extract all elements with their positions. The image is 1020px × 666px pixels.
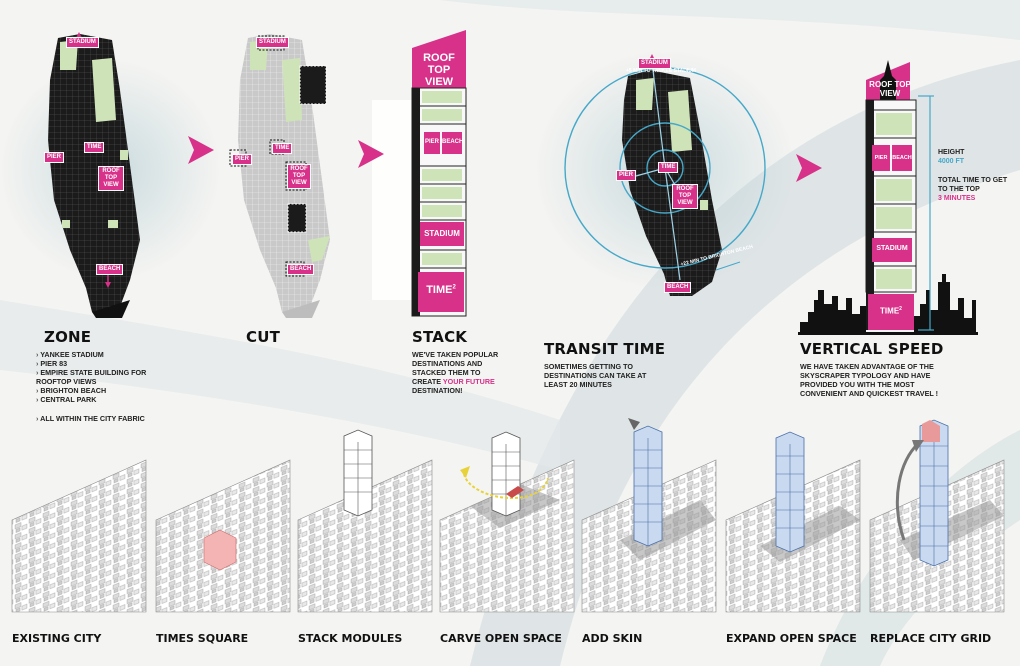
map-tag-pier: PIER — [44, 152, 65, 163]
cut-tag-stadium: STADIUM — [256, 37, 289, 48]
map-tag-beach: BEACH — [96, 264, 124, 275]
zone-bullet: BRIGHTON BEACH — [36, 386, 156, 395]
transit-description: SOMETIMES GETTING TO DESTINATIONS CAN TA… — [544, 362, 647, 389]
step-caption: CARVE OPEN SPACE — [440, 632, 562, 645]
vertical-stadium-label: STADIUM — [876, 245, 908, 252]
zone-note-list: ALL WITHIN THE CITY FABRIC — [36, 414, 166, 423]
transit-tag-time: TIME — [658, 162, 679, 173]
map-tag-stadium: STADIUM — [66, 37, 99, 48]
vertical-beach-label: BEACH — [892, 155, 912, 161]
stack-beach-label: BEACH — [442, 139, 464, 145]
time-label: TOTAL TIME TO GET TO THE TOP — [938, 177, 1008, 193]
route-yankee-label: +5 MIN TO YANKEE STADIUM — [626, 68, 696, 74]
cut-title: CUT — [246, 328, 281, 346]
stack-stadium-label: STADIUM — [424, 229, 460, 238]
height-label: HEIGHT — [938, 149, 965, 156]
stack-title: STACK — [412, 328, 468, 346]
zone-bullet: YANKEE STADIUM — [36, 350, 156, 359]
vertical-description: WE HAVE TAKEN ADVANTAGE OF THE SKYSCRAPE… — [800, 362, 939, 398]
time-value: 3 MINUTES — [938, 195, 976, 202]
time-note: TOTAL TIME TO GET TO THE TOP 3 MINUTES — [938, 176, 1008, 203]
cut-tag-beach: BEACH — [287, 264, 315, 275]
cut-tag-pier: PIER — [232, 154, 253, 165]
height-note: HEIGHT 4000 FT — [938, 148, 1008, 166]
cut-tag-roof: ROOF TOP VIEW — [287, 164, 311, 189]
vertical-pier-label: PIER — [874, 155, 888, 161]
height-value: 4000 FT — [938, 158, 965, 165]
transit-tag-beach: BEACH — [664, 282, 692, 293]
stack-pier-label: PIER — [424, 139, 439, 145]
transit-title: TRANSIT TIME — [544, 340, 666, 358]
step-caption: ADD SKIN — [582, 632, 643, 645]
vertical-time-label: TIME2 — [880, 306, 902, 316]
transit-tag-roof: ROOF TOP VIEW — [672, 184, 698, 209]
vertical-title: VERTICAL SPEED — [800, 340, 944, 358]
step-caption: REPLACE CITY GRID — [870, 632, 992, 645]
zone-title: ZONE — [44, 328, 92, 346]
transit-tag-stadium: STADIUM — [638, 58, 671, 69]
map-tag-time: TIME — [84, 142, 105, 153]
step-caption: EXPAND OPEN SPACE — [726, 632, 857, 645]
zone-bullet-list: YANKEE STADIUM PIER 83 EMPIRE STATE BUIL… — [36, 350, 156, 404]
zone-bullet: PIER 83 — [36, 359, 156, 368]
transit-tag-pier: PIER — [616, 170, 637, 181]
map-tag-roof: ROOF TOP VIEW — [98, 166, 124, 191]
zone-note: ALL WITHIN THE CITY FABRIC — [36, 414, 166, 423]
stack-roof-label: ROOF TOP VIEW — [423, 52, 455, 88]
zone-bullet: EMPIRE STATE BUILDING FOR ROOFTOP VIEWS — [36, 368, 156, 386]
step-caption: TIMES SQUARE — [156, 632, 249, 645]
stack-time-label: TIME2 — [426, 284, 456, 296]
vertical-roof-label: ROOF TOP VIEW — [869, 80, 911, 98]
zone-bullet: CENTRAL PARK — [36, 395, 156, 404]
stack-description: WE'VE TAKEN POPULAR DESTINATIONS AND STA… — [412, 350, 499, 395]
step-caption: STACK MODULES — [298, 632, 403, 645]
step-caption: EXISTING CITY — [12, 632, 102, 645]
cut-tag-time: TIME — [272, 143, 293, 154]
